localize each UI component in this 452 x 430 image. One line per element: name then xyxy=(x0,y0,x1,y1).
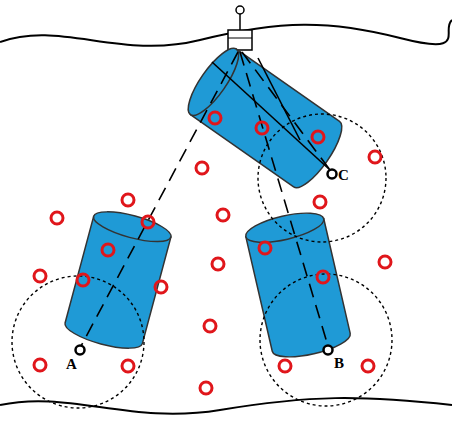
sensor-node xyxy=(312,131,324,143)
sensor-node xyxy=(102,244,114,256)
sensor-nodes xyxy=(34,112,391,394)
sensor-node xyxy=(204,320,216,332)
sensor-node xyxy=(34,270,46,282)
sensor-node xyxy=(122,360,134,372)
seafloor xyxy=(0,398,452,414)
sensor-node xyxy=(259,242,271,254)
sensor-node xyxy=(212,258,224,270)
sensor-node xyxy=(155,281,167,293)
sensor-node xyxy=(362,360,374,372)
sensor-node xyxy=(122,194,134,206)
sensor-node xyxy=(314,196,326,208)
node-points xyxy=(76,170,337,355)
sensor-node xyxy=(279,360,291,372)
sensor-node xyxy=(196,162,208,174)
sensor-node xyxy=(379,256,391,268)
acoustic-links xyxy=(80,52,330,348)
sensor-node xyxy=(142,216,154,228)
sea-surface xyxy=(0,20,452,46)
sensor-node xyxy=(256,122,268,134)
sensor-node xyxy=(51,212,63,224)
point-label: B xyxy=(334,356,344,371)
point-label: C xyxy=(338,168,349,183)
sensor-node xyxy=(200,382,212,394)
sensor-node xyxy=(77,274,89,286)
buoy xyxy=(228,6,252,50)
sensor-node xyxy=(217,209,229,221)
sensor-node xyxy=(317,271,329,283)
coverage-range xyxy=(12,114,392,408)
sensor-node xyxy=(209,112,221,124)
sensor-node xyxy=(369,151,381,163)
sensor-node xyxy=(34,359,46,371)
point-label: A xyxy=(66,357,77,372)
